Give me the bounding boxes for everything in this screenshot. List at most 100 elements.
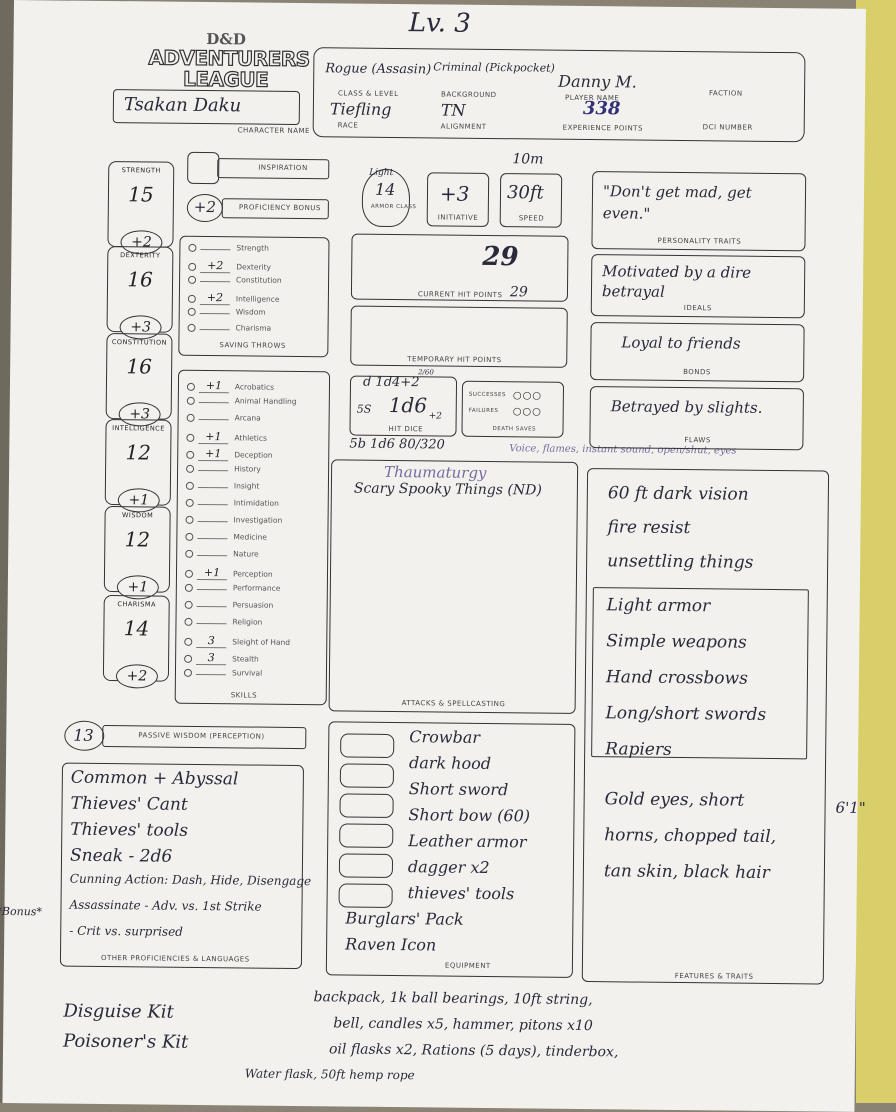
skill-value — [196, 588, 227, 591]
skill-name: Athletics — [234, 433, 267, 443]
skill-value: 3 — [196, 633, 227, 649]
race-label: RACE — [337, 121, 359, 130]
saving-throw-row[interactable]: Strength — [188, 243, 269, 253]
proficiency-dot[interactable] — [185, 532, 194, 541]
proficiency-dot[interactable] — [185, 515, 194, 524]
proficiency-dot[interactable] — [186, 433, 195, 442]
skill-name: Nature — [233, 549, 259, 559]
currency-slot[interactable] — [338, 853, 394, 879]
proficiency-dot[interactable] — [184, 569, 194, 578]
saving-throw-row[interactable]: Constitution — [188, 275, 282, 285]
death-successes-label: SUCCESSES — [468, 391, 507, 399]
skill-name: Perception — [232, 569, 273, 579]
skill-row[interactable]: Religion — [184, 617, 262, 627]
ideals: Motivated by a dire betrayal — [601, 262, 752, 301]
passive-wisdom-label: PASSIVE WISDOM (PERCEPTION) — [138, 731, 265, 741]
equipment-item: Crowbar — [409, 727, 481, 747]
saving-throw-row[interactable]: Charisma — [187, 323, 271, 333]
death-success-circles[interactable]: ○○○ — [512, 390, 543, 402]
proficiency-dot[interactable] — [186, 464, 195, 473]
proficiency-dot[interactable] — [188, 243, 197, 252]
equipment-item: Burglars' Pack — [345, 908, 464, 929]
skill-row[interactable]: Intimidation — [185, 498, 279, 508]
skill-row[interactable]: Investigation — [185, 515, 282, 525]
currency-slot[interactable] — [339, 793, 394, 819]
saving-throw-value: +2 — [199, 290, 230, 306]
speed-note: 10m — [512, 151, 544, 168]
inspiration-box[interactable] — [187, 151, 220, 185]
skill-row[interactable]: Insight — [185, 481, 259, 491]
skill-row[interactable]: History — [186, 464, 261, 474]
proficiency-dot[interactable] — [186, 413, 195, 422]
appearance-line: Gold eyes, short — [604, 789, 745, 811]
alignment: TN — [440, 100, 466, 120]
skill-name: Persuasion — [232, 600, 274, 610]
currency-slot[interactable] — [340, 733, 395, 759]
ideals-label: IDEALS — [683, 304, 712, 313]
currency-slot[interactable] — [338, 883, 393, 909]
proficiency-dot[interactable] — [184, 617, 193, 626]
proficiency-dot[interactable] — [183, 668, 193, 677]
currency-slot[interactable] — [339, 823, 394, 849]
saving-throw-name: Constitution — [236, 275, 282, 285]
ability-score: 15 — [128, 182, 154, 207]
languages-label: OTHER PROFICIENCIES & LANGUAGES — [100, 953, 250, 964]
skill-row[interactable]: Nature — [185, 549, 259, 559]
skill-value — [196, 622, 227, 625]
skill-row[interactable]: Animal Handling — [186, 396, 297, 406]
proficiency-dot[interactable] — [187, 323, 196, 332]
proficiency-dot[interactable] — [184, 600, 193, 609]
alignment-label: ALIGNMENT — [440, 122, 487, 131]
proficiency-dot[interactable] — [187, 294, 196, 303]
saving-throw-row[interactable]: Wisdom — [187, 307, 266, 317]
ability-name: INTELLIGENCE — [112, 424, 165, 433]
passive-wisdom-value: 13 — [73, 725, 94, 745]
current-hp-box: 29 29 CURRENT HIT POINTS — [350, 233, 569, 302]
proficiency-dot[interactable] — [186, 396, 195, 405]
saving-throws-label: SAVING THROWS — [219, 341, 286, 350]
saving-throw-name: Wisdom — [235, 307, 266, 317]
currency-slot[interactable] — [339, 763, 395, 789]
proficiency-dot[interactable] — [188, 262, 197, 271]
equipment-item: Raven Icon — [345, 934, 437, 955]
equipment-item: Short sword — [408, 779, 509, 800]
skill-row[interactable]: Medicine — [185, 532, 267, 542]
death-failure-circles[interactable]: ○○○ — [512, 406, 542, 418]
passive-wisdom-circle: 13 — [64, 720, 105, 751]
xp-label: EXPERIENCE POINTS — [562, 123, 643, 133]
bonus-note: *Bonus* — [0, 904, 43, 919]
proficiency-value: +2 — [193, 197, 217, 217]
proficiency-line: Simple weapons — [606, 631, 747, 653]
pack-line: bell, candles x5, hammer, pitons x10 — [333, 1015, 593, 1035]
proficiency-dot[interactable] — [186, 450, 195, 459]
proficiency-dot[interactable] — [184, 637, 193, 646]
skill-row[interactable]: Arcana — [186, 413, 261, 423]
speed-label: SPEED — [518, 214, 545, 223]
skill-row[interactable]: Persuasion — [184, 600, 274, 610]
proficiency-dot[interactable] — [187, 307, 196, 316]
faction-label: FACTION — [709, 89, 743, 98]
proficiency-dot[interactable] — [185, 549, 194, 558]
proficiency-dot[interactable] — [185, 498, 194, 507]
skill-row[interactable]: Survival — [183, 668, 262, 678]
proficiency-dot[interactable] — [185, 481, 194, 490]
proficiency-dot[interactable] — [186, 382, 196, 391]
skill-row[interactable]: Performance — [184, 583, 280, 593]
equipment-label: EQUIPMENT — [444, 961, 491, 971]
proficiency-dot[interactable] — [184, 654, 193, 663]
proficiency-dot[interactable] — [188, 275, 197, 284]
proficiency-dot[interactable] — [184, 583, 193, 592]
death-failures-label: FAILURES — [468, 407, 499, 415]
personality-traits-label: PERSONALITY TRAITS — [657, 236, 742, 246]
